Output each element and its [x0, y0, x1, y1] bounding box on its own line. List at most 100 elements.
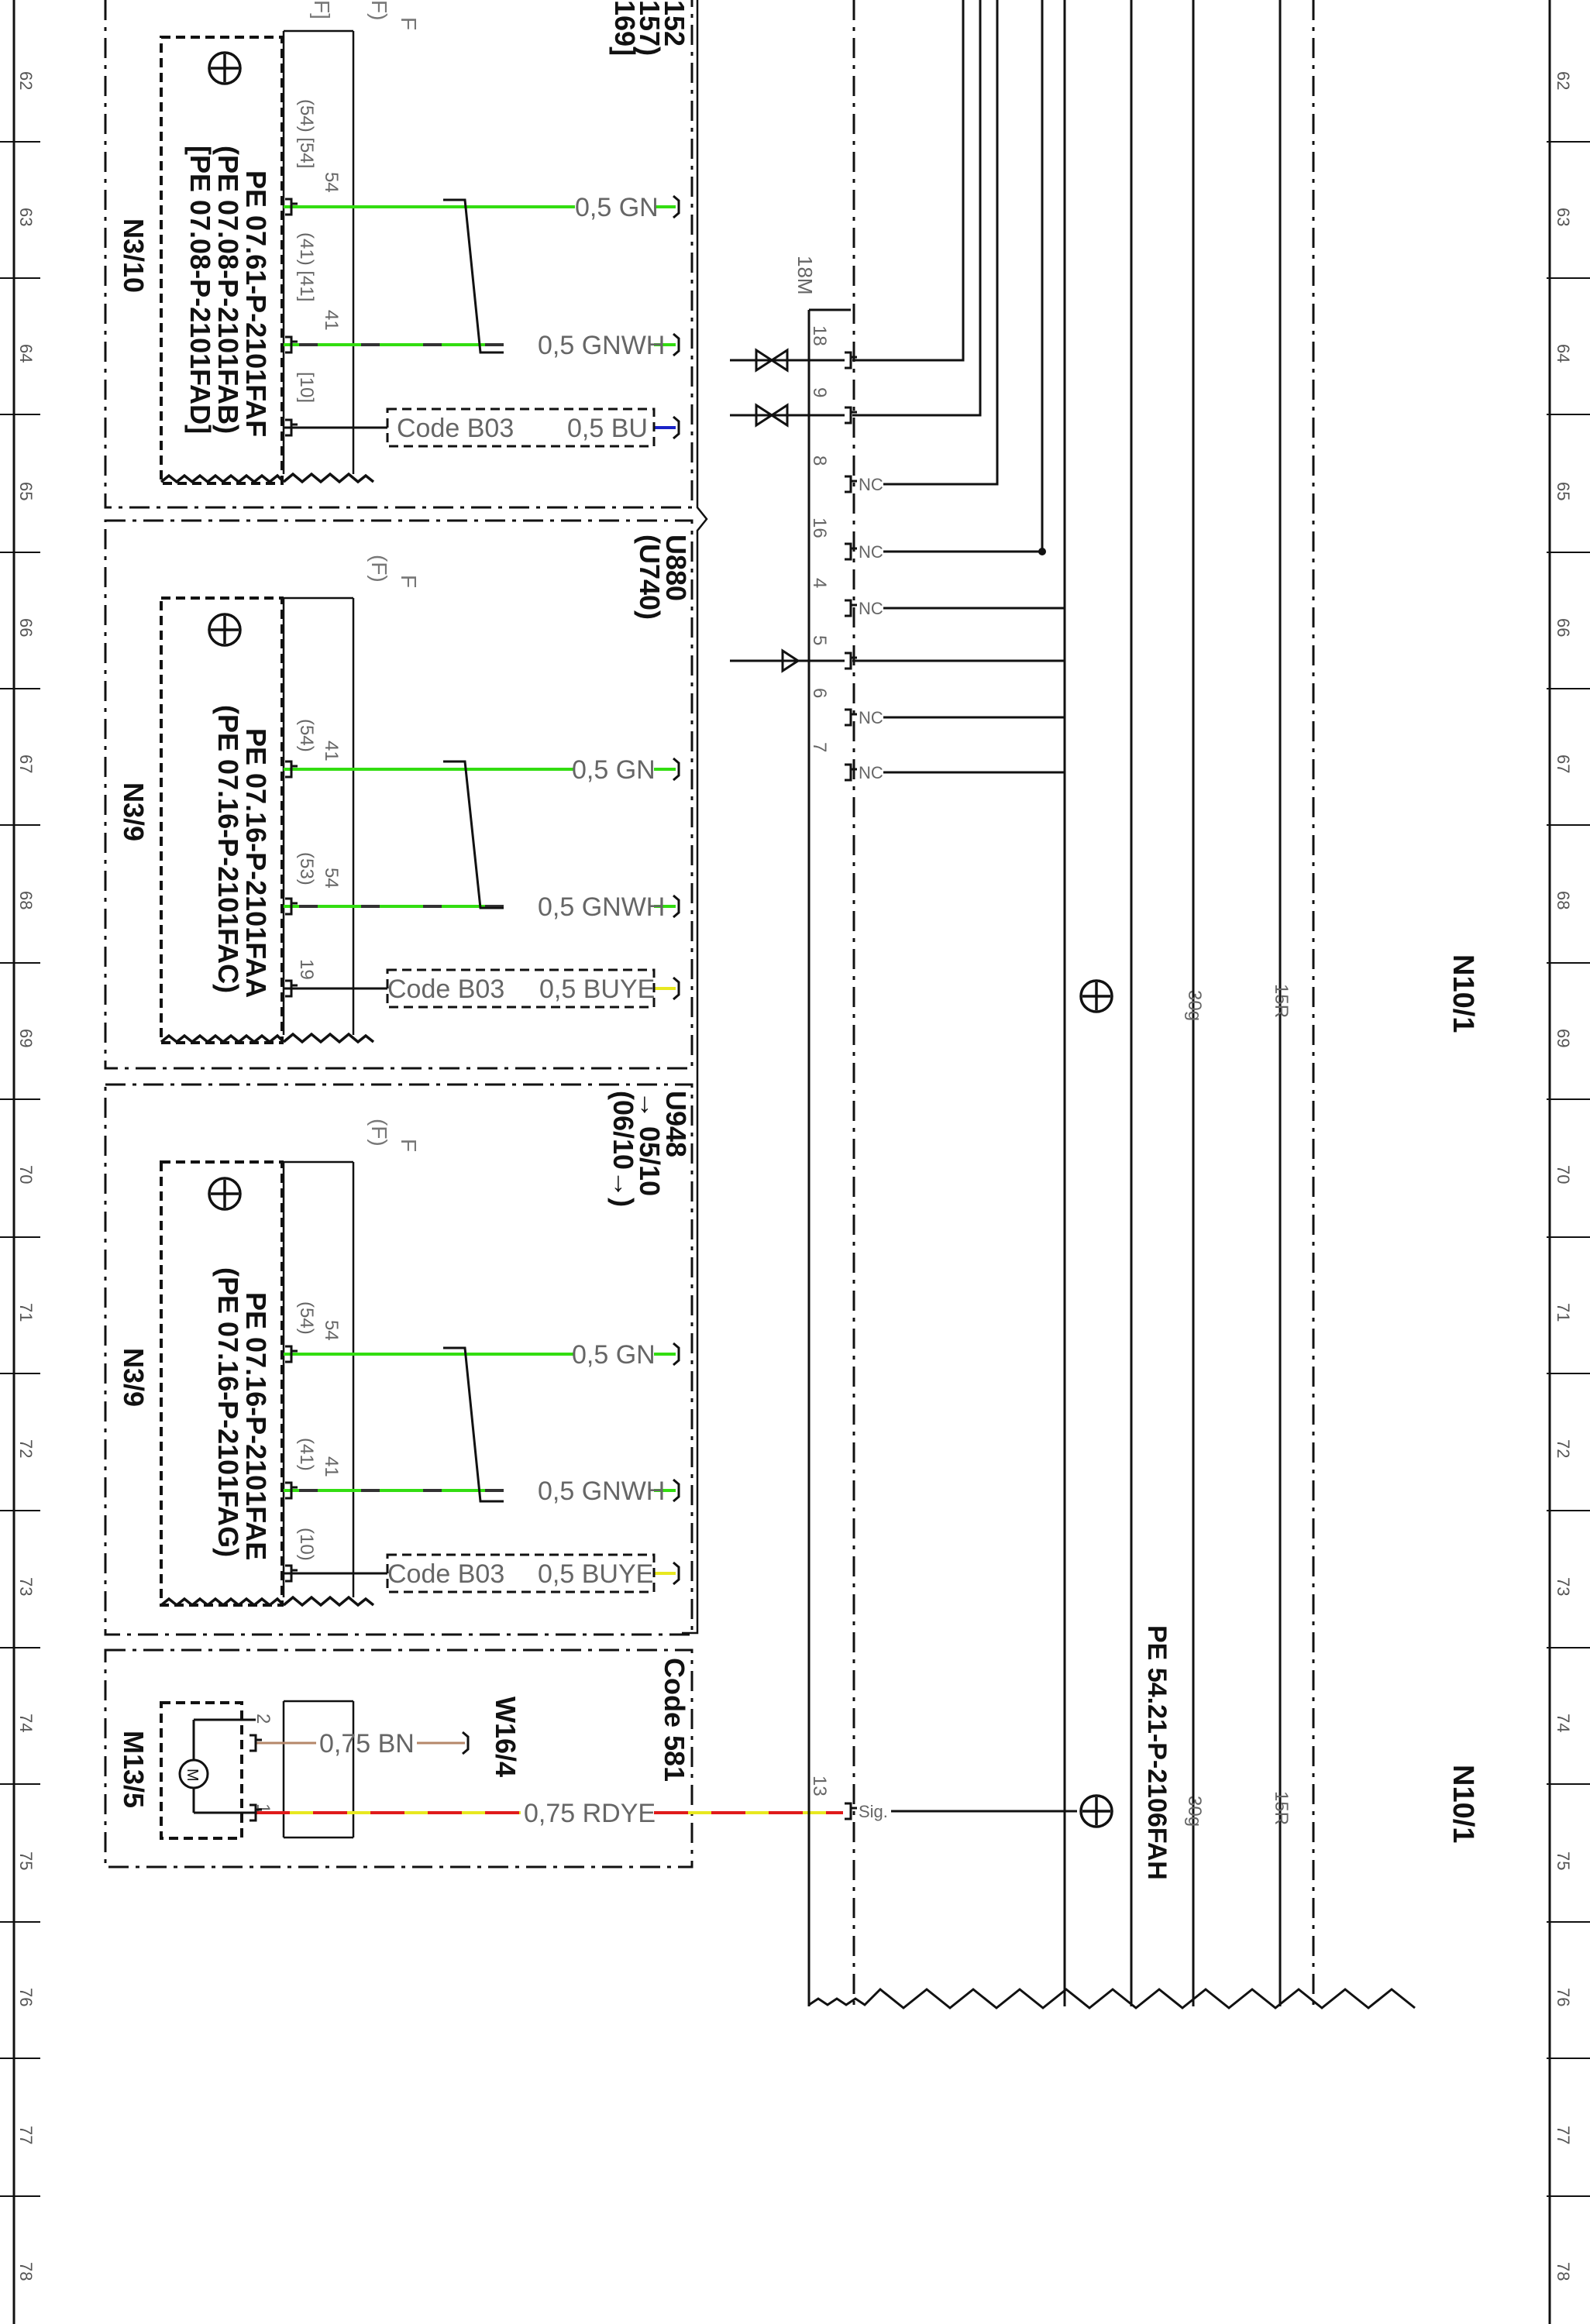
wire-labels: 0,5 GN 0,5 GNWH 0,5 BU 0,5 GN 0,5 GNWH 0… — [319, 193, 665, 1828]
pin-alt-label: [10] — [296, 372, 317, 403]
pin-alt-label: (54) — [296, 719, 317, 752]
grid-row-64: 64 — [16, 344, 36, 363]
n10-pe-doc: PE 54.21-P-2106FAH — [1142, 1625, 1172, 1880]
pin-alt-label: (54) [54] — [296, 99, 317, 168]
grid-row-63: 63 — [1554, 208, 1573, 226]
n3-9-b-variant-1: U948 — [660, 1091, 692, 1157]
grid-row-66: 66 — [1554, 618, 1573, 637]
n3-9-a-f-paren: (F) — [367, 555, 391, 583]
motor-leads — [192, 1718, 256, 1814]
pe-doc-1: PE 07.61-P-2101FAF — [240, 170, 272, 437]
n3-10-body — [160, 36, 284, 485]
pin-number: 19 — [296, 959, 317, 980]
wire-twist — [443, 1346, 504, 1503]
nc-label: NC — [859, 708, 883, 727]
grid-row-67: 67 — [16, 755, 36, 773]
pe-doc-2: (PE 07.08-P-2101FAB) — [212, 146, 244, 434]
n3-9-b-f-label: F — [397, 1139, 421, 1152]
pin-number: 2 — [253, 1714, 274, 1724]
box-n3-10 — [104, 0, 693, 509]
box-n3-9-b — [104, 1083, 693, 1636]
wire-15r: 15R — [1271, 984, 1292, 1018]
wire-twist — [443, 760, 504, 909]
n10-labels: N10/1 N10/1 PE 54.21-P-2106FAH 30g 30g 1… — [1142, 954, 1479, 1880]
pe-doc-1: PE 07.16-P-2101FAA — [240, 728, 272, 998]
pe-doc-3: [PE 07.08-P-2101FAD] — [184, 146, 216, 434]
zigzags — [160, 472, 375, 1607]
connector-pin: 8 — [809, 456, 830, 466]
grid-row-78: 78 — [16, 2262, 36, 2281]
nc-label: NC — [859, 763, 883, 782]
n10-name: N10/1 — [1447, 954, 1479, 1033]
wire-30g: 30g — [1184, 1796, 1205, 1827]
grid-row-76: 76 — [1554, 1988, 1573, 2006]
grid-row-69: 69 — [1554, 1029, 1573, 1047]
grid-row-67: 67 — [1554, 755, 1573, 773]
component-boxes — [160, 36, 284, 1840]
wire-label: 0,75 RDYE — [524, 1799, 656, 1828]
m13-5-block: Code 581 W16/4 M13/5 M 2 1 — [118, 1658, 690, 1814]
pin-alt-label: (41) [41] — [296, 232, 317, 301]
nc-label: NC — [859, 542, 883, 562]
pin-number: 54 — [321, 1320, 342, 1341]
grid-row-70: 70 — [1554, 1165, 1573, 1184]
grid-row-72: 72 — [16, 1439, 36, 1458]
grid-row-74: 74 — [16, 1714, 36, 1732]
connector-pin: 16 — [809, 517, 830, 538]
nc-label: NC — [859, 599, 883, 618]
grid-frame — [12, 0, 1551, 2324]
code-label: Code B03 — [397, 414, 514, 443]
wire-label: 0,5 BUYE — [539, 975, 655, 1004]
motor-label: M — [184, 1769, 201, 1782]
pin-number: 41 — [321, 741, 342, 761]
wire-label: 0,5 GN — [572, 1340, 656, 1370]
transistor-icon — [208, 51, 242, 1211]
n3-10-f-label: F — [397, 17, 421, 30]
grid-row-74: 74 — [1554, 1714, 1573, 1732]
component-name: N3/9 — [118, 1348, 150, 1407]
wire-label: 0,5 GNWH — [538, 892, 665, 922]
module-boxes — [104, 0, 1315, 2006]
grid-row-69: 69 — [16, 1029, 36, 1047]
grid-row-73: 73 — [1554, 1577, 1573, 1596]
sig-label: Sig. — [859, 1802, 888, 1821]
grid-row-72: 72 — [1554, 1439, 1573, 1458]
grid-row-65: 65 — [1554, 482, 1573, 500]
box-n3-9-a — [104, 519, 693, 1070]
grid-labels-right: 62 63 64 65 66 67 68 69 70 71 72 73 74 7… — [1554, 71, 1573, 2281]
grid-row-64: 64 — [1554, 344, 1573, 363]
pin-markers — [248, 198, 299, 1822]
wire-label: 0,5 BUYE — [538, 1559, 653, 1589]
n3-10-variant-1: 152 — [659, 0, 690, 46]
grid-row-68: 68 — [16, 891, 36, 909]
grid-row-62: 62 — [1554, 71, 1573, 90]
grid-row-68: 68 — [1554, 891, 1573, 909]
n3-9-a-f-label: F — [397, 575, 421, 588]
n3-9-b-variant-2: → 05/10 — [634, 1091, 666, 1196]
wire-label: 0,5 GNWH — [538, 331, 665, 360]
component-name: N3/9 — [118, 782, 150, 841]
wires — [256, 198, 843, 1814]
n3-10-f-paren: F) — [367, 0, 391, 20]
grid-row-78: 78 — [1554, 2262, 1573, 2281]
grid-row-71: 71 — [16, 1303, 36, 1322]
pin-alt-label: (53) — [296, 852, 317, 885]
pe-doc-2: (PE 07.16-P-2101FAG) — [212, 1267, 244, 1557]
wire-label: 0,5 BU — [567, 414, 648, 443]
n3-9-b-block: F (F) U948 → 05/10 (06/10→) PE 07.16-P-2… — [118, 1091, 692, 1561]
wire-twist — [443, 198, 504, 354]
m13-5-dest: W16/4 — [490, 1697, 521, 1777]
wire-label: 0,5 GN — [572, 755, 656, 785]
pin-alt-label: (10) — [296, 1528, 317, 1561]
n10-name: N10/1 — [1447, 1765, 1479, 1843]
n3-10-variant-3: 169] — [609, 0, 641, 56]
connector-pin-markers — [843, 351, 859, 1820]
grid-row-70: 70 — [16, 1165, 36, 1184]
wire-label: 0,5 GN — [575, 193, 659, 222]
bottom-zigzag — [808, 1987, 1416, 2009]
wire-label: 0,5 GNWH — [538, 1477, 665, 1506]
component-name: N3/10 — [118, 218, 150, 293]
group-brace — [682, 0, 708, 1635]
f-connections — [284, 29, 353, 1839]
grid-row-75: 75 — [1554, 1851, 1573, 1870]
